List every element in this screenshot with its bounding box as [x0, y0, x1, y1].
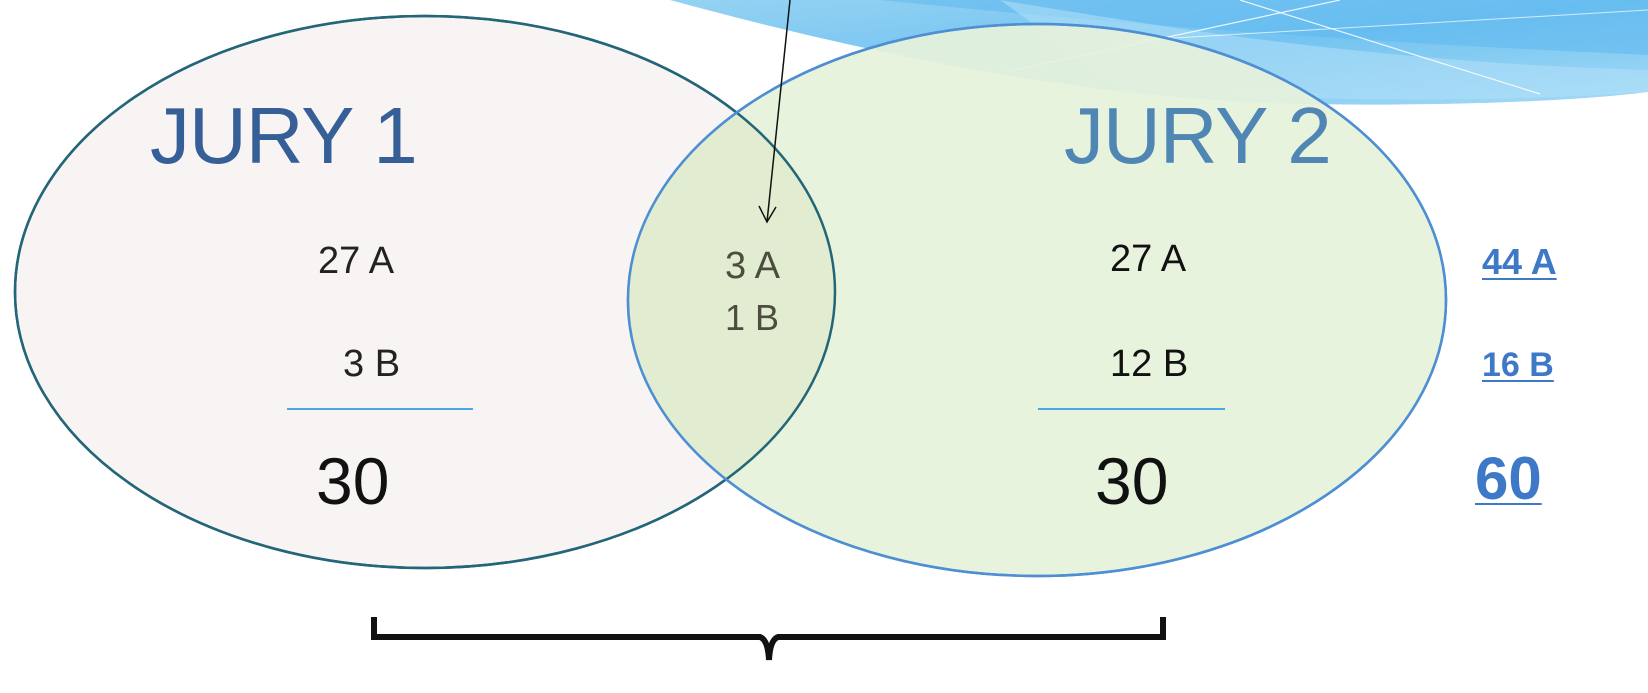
jury1-outline [13, 14, 837, 570]
summary-a-total: 44 A [1482, 241, 1557, 282]
overlap-b-count: 1 B [725, 297, 780, 338]
jury1-total: 30 [316, 444, 390, 518]
jury2-total: 30 [1095, 444, 1169, 518]
jury2-a-count: 27 A [1110, 238, 1187, 280]
overlap-a-count: 3 A [725, 245, 780, 287]
bottom-brace [371, 617, 1166, 661]
pointer-arrow [758, 0, 791, 224]
jury2-outline [626, 22, 1448, 578]
jury1-b-count: 3 B [343, 343, 401, 385]
jury2-b-count: 12 B [1110, 343, 1189, 385]
jury1-title: JURY 1 [150, 91, 418, 180]
jury2-title: JURY 2 [1064, 91, 1332, 180]
jury1-a-count: 27 A [318, 240, 395, 282]
summary-b-total: 16 B [1482, 346, 1554, 384]
summary-grand-total: 60 [1475, 445, 1542, 512]
